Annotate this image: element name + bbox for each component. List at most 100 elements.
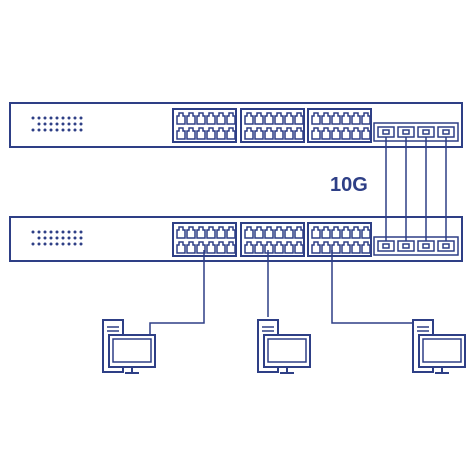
ethernet-port <box>351 241 361 254</box>
ethernet-port <box>284 241 294 254</box>
led-dot <box>79 242 83 246</box>
sfp-port <box>437 126 455 138</box>
sfp-port <box>437 240 455 252</box>
led-dot <box>49 128 53 132</box>
switch-chassis <box>9 216 463 262</box>
led-dot <box>79 122 83 126</box>
led-dot <box>37 236 41 240</box>
ethernet-port <box>331 241 341 254</box>
led-dot <box>79 230 83 234</box>
ethernet-port <box>206 112 216 125</box>
sfp-frame <box>373 236 459 256</box>
led-dot <box>61 242 65 246</box>
ethernet-port <box>254 241 264 254</box>
ethernet-port <box>244 241 254 254</box>
led-dot <box>43 128 47 132</box>
port-group-frame <box>307 222 372 257</box>
sfp-port-slot <box>402 243 410 249</box>
switch-top <box>9 102 463 148</box>
led-dot <box>31 230 35 234</box>
ethernet-port <box>264 112 274 125</box>
ethernet-port <box>311 127 321 140</box>
led-dot <box>67 128 71 132</box>
ethernet-port <box>331 127 341 140</box>
port-group-frame <box>172 108 237 143</box>
led-dot <box>61 236 65 240</box>
ethernet-port <box>264 127 274 140</box>
monitor-screen <box>112 338 152 363</box>
ethernet-port <box>226 226 236 239</box>
switch-bottom <box>9 216 463 262</box>
ethernet-port <box>284 127 294 140</box>
led-indicators <box>31 116 83 132</box>
led-dot <box>73 116 77 120</box>
led-dot <box>73 236 77 240</box>
cable-to-computer-right <box>331 250 414 324</box>
ethernet-port <box>216 127 226 140</box>
ethernet-port <box>176 127 186 140</box>
sfp-port <box>377 240 395 252</box>
ethernet-port <box>351 127 361 140</box>
ethernet-port <box>206 127 216 140</box>
ethernet-port <box>206 241 216 254</box>
ethernet-port <box>274 127 284 140</box>
sfp-port-slot <box>382 243 390 249</box>
sfp-port <box>397 126 415 138</box>
led-dot <box>61 116 65 120</box>
port-group-2 <box>240 222 305 257</box>
led-dot <box>73 122 77 126</box>
sfp-port <box>417 240 435 252</box>
led-dot <box>73 128 77 132</box>
led-dot <box>67 236 71 240</box>
led-dot <box>49 116 53 120</box>
led-dot <box>49 242 53 246</box>
led-dot <box>61 230 65 234</box>
ethernet-port <box>321 127 331 140</box>
led-dot <box>37 242 41 246</box>
ethernet-port <box>331 226 341 239</box>
ethernet-port <box>254 112 264 125</box>
monitor-screen <box>422 338 462 363</box>
monitor-screen <box>267 338 307 363</box>
led-dot <box>79 128 83 132</box>
port-group-3 <box>307 222 372 257</box>
led-dot <box>79 236 83 240</box>
ethernet-port <box>186 241 196 254</box>
ethernet-port <box>331 112 341 125</box>
ethernet-port <box>186 127 196 140</box>
ethernet-port <box>196 226 206 239</box>
ethernet-port <box>361 112 371 125</box>
ethernet-port <box>176 241 186 254</box>
ethernet-port <box>284 112 294 125</box>
led-dot <box>37 122 41 126</box>
port-group-2 <box>240 108 305 143</box>
ethernet-port <box>226 241 236 254</box>
port-group-frame <box>240 222 305 257</box>
led-dot <box>37 116 41 120</box>
ethernet-port <box>294 127 304 140</box>
led-dot <box>73 230 77 234</box>
ethernet-port <box>341 241 351 254</box>
ethernet-port <box>341 226 351 239</box>
ethernet-port <box>216 241 226 254</box>
sfp-port-slot <box>382 129 390 135</box>
led-dot <box>43 122 47 126</box>
computer-left <box>102 319 156 374</box>
led-dot <box>49 236 53 240</box>
port-group-frame <box>307 108 372 143</box>
ethernet-port <box>244 226 254 239</box>
ethernet-port <box>206 226 216 239</box>
led-dot <box>55 230 59 234</box>
led-dot <box>31 128 35 132</box>
ethernet-port <box>361 241 371 254</box>
ethernet-port <box>226 112 236 125</box>
led-dot <box>67 230 71 234</box>
ethernet-port <box>244 112 254 125</box>
ethernet-port <box>186 112 196 125</box>
ethernet-port <box>341 112 351 125</box>
ethernet-port <box>311 241 321 254</box>
ethernet-port <box>216 226 226 239</box>
led-dot <box>43 116 47 120</box>
sfp-port-slot <box>442 243 450 249</box>
